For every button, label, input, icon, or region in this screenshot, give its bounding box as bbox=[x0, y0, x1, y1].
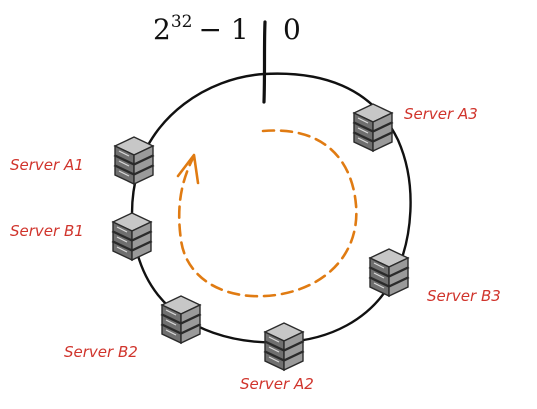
ring-start-marker bbox=[262, 20, 267, 104]
server-node-a1: Server A1 bbox=[10, 136, 154, 185]
server-icon bbox=[264, 322, 304, 371]
server-b3-label: Server B3 bbox=[427, 287, 501, 305]
server-a2-label: Server A2 bbox=[240, 375, 314, 393]
server-b2-label: Server B2 bbox=[64, 343, 138, 361]
server-icon bbox=[369, 248, 409, 297]
server-node-a2: Server A2 bbox=[240, 322, 314, 393]
server-icon bbox=[353, 103, 393, 152]
range-max-rest: − 1 bbox=[198, 13, 248, 46]
server-b1-label: Server B1 bbox=[10, 222, 84, 240]
server-node-b2: Server B2 bbox=[64, 295, 201, 361]
server-node-b1: Server B1 bbox=[10, 212, 152, 261]
clockwise-flow-path bbox=[177, 129, 358, 298]
server-icon bbox=[114, 136, 154, 185]
range-max-label: 232− 1 bbox=[153, 12, 249, 46]
server-icon bbox=[161, 295, 201, 344]
flow-arrowhead bbox=[176, 153, 200, 185]
server-a1-label: Server A1 bbox=[10, 156, 84, 174]
server-node-a3: Server A3 bbox=[353, 103, 478, 152]
range-min-label: 0 bbox=[283, 13, 301, 46]
range-max-exponent: 32 bbox=[171, 12, 193, 32]
server-icon bbox=[112, 212, 152, 261]
server-a3-label: Server A3 bbox=[404, 105, 478, 123]
server-node-b3: Server B3 bbox=[369, 248, 501, 305]
range-max-base: 2 bbox=[153, 13, 171, 46]
